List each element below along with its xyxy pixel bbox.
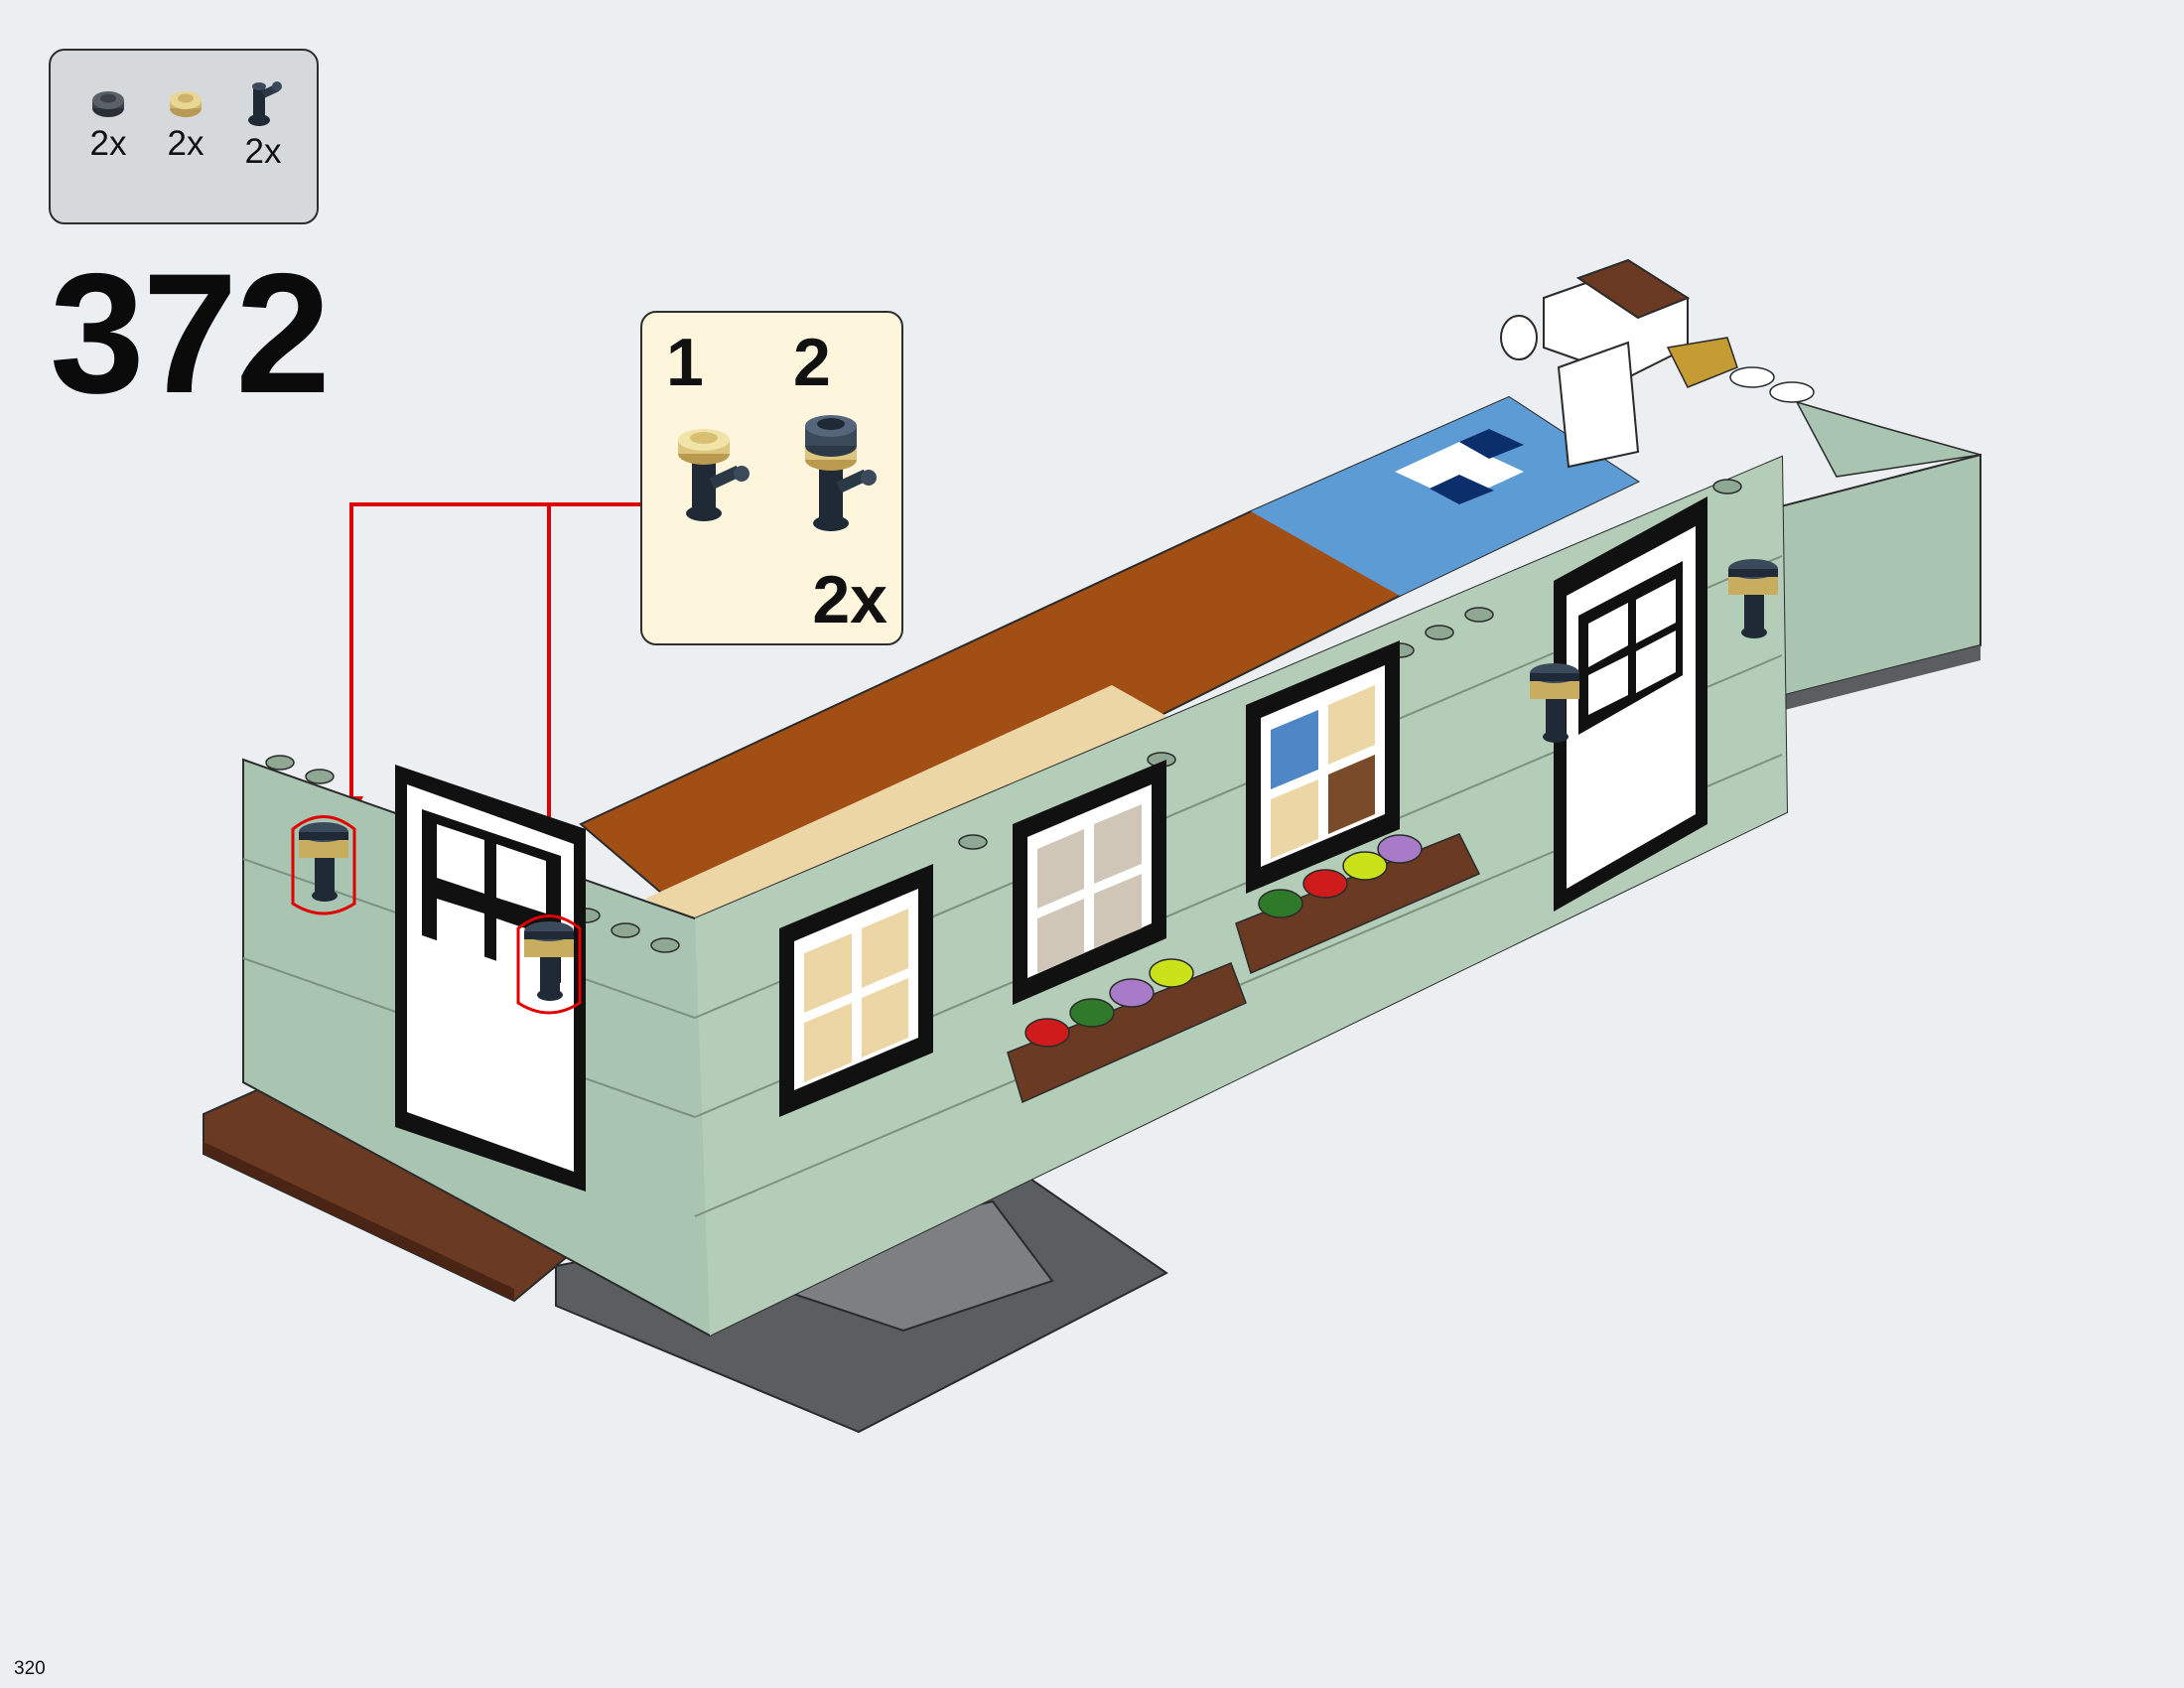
tan-round-plate-icon — [170, 91, 202, 117]
sub-step-1-label: 1 — [666, 325, 704, 400]
step-number: 372 — [50, 238, 331, 429]
sub-step-2-label: 2 — [793, 325, 831, 400]
parts-item-quantity: 2x — [244, 132, 282, 171]
dark-round-plate-icon — [92, 91, 124, 117]
lamp-holder-icon — [248, 81, 282, 126]
wall-lamps — [291, 559, 1778, 1015]
parts-item-tan-round-plate: 2x — [156, 86, 215, 161]
callout-quantity: 2x — [812, 562, 887, 637]
parts-item-quantity: 2x — [89, 124, 127, 163]
lamp-sub-step-1-icon — [678, 429, 750, 521]
lamp-sub-step-2-icon — [805, 415, 877, 531]
sub-assembly-callout: 1 2 2x — [640, 311, 903, 645]
flower-boxes — [1007, 833, 1481, 1104]
parts-item-dark-round-plate: 2x — [78, 86, 138, 161]
parts-item-quantity: 2x — [167, 124, 205, 163]
front-windows — [779, 640, 1400, 1117]
parts-item-lamp-holder: 2x — [233, 81, 293, 171]
parts-list-panel: 2x 2x 2x — [49, 49, 319, 224]
rooftop-fixtures — [1500, 258, 1981, 478]
right-door — [1554, 496, 1707, 912]
page-number: 320 — [14, 1658, 46, 1679]
